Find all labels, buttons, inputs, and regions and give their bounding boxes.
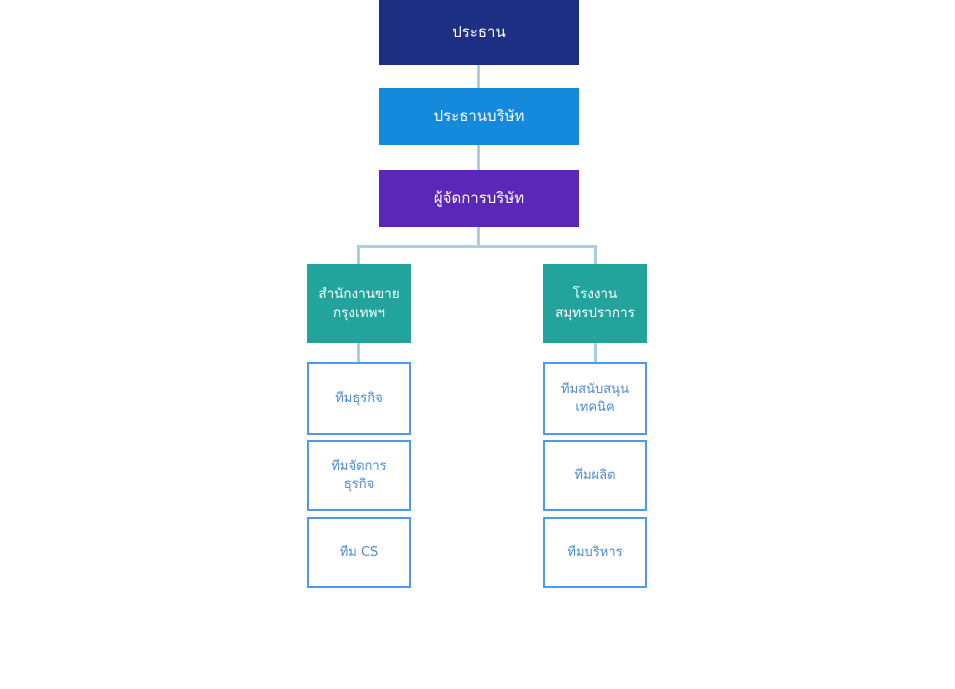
connector-factory-tech-support-team: [594, 343, 597, 362]
node-production-team[interactable]: ทีมผลิต: [543, 440, 647, 511]
node-tech-support-team-label: ทีมสนับสนุน เทคนิค: [561, 381, 629, 415]
node-president-label: ประธาน: [452, 23, 506, 42]
node-biz-mgmt-team-label: ทีมจัดการ ธุรกิจ: [331, 458, 387, 492]
connector-manager-stem: [477, 227, 480, 245]
node-factory[interactable]: โรงงาน สมุทรปราการ: [543, 264, 647, 343]
node-biz-mgmt-team[interactable]: ทีมจัดการ ธุรกิจ: [307, 440, 411, 511]
node-production-team-label: ทีมผลิต: [574, 467, 616, 483]
connector-bus-to-sales-office: [357, 245, 360, 264]
node-manager[interactable]: ผู้จัดการบริษัท: [379, 170, 579, 227]
connector-manager-bus: [357, 245, 597, 248]
node-admin-team-label: ทีมบริหาร: [567, 544, 623, 560]
node-cs-team[interactable]: ทีม CS: [307, 517, 411, 588]
node-manager-label: ผู้จัดการบริษัท: [433, 189, 525, 208]
connector-bus-to-factory: [594, 245, 597, 264]
node-business-team[interactable]: ทีมธุรกิจ: [307, 362, 411, 435]
connector-sales-office-business-team: [357, 343, 360, 362]
node-tech-support-team[interactable]: ทีมสนับสนุน เทคนิค: [543, 362, 647, 435]
node-sales-office-label: สำนักงานขาย กรุงเทพฯ: [318, 286, 400, 321]
node-admin-team[interactable]: ทีมบริหาร: [543, 517, 647, 588]
node-sales-office[interactable]: สำนักงานขาย กรุงเทพฯ: [307, 264, 411, 343]
node-president[interactable]: ประธาน: [379, 0, 579, 65]
connector-president-chairman: [477, 65, 480, 88]
node-business-team-label: ทีมธุรกิจ: [335, 390, 383, 406]
node-cs-team-label: ทีม CS: [339, 544, 379, 560]
node-chairman-label: ประธานบริษัท: [433, 107, 525, 126]
node-chairman[interactable]: ประธานบริษัท: [379, 88, 579, 145]
connector-chairman-manager: [477, 145, 480, 170]
node-factory-label: โรงงาน สมุทรปราการ: [555, 286, 635, 321]
